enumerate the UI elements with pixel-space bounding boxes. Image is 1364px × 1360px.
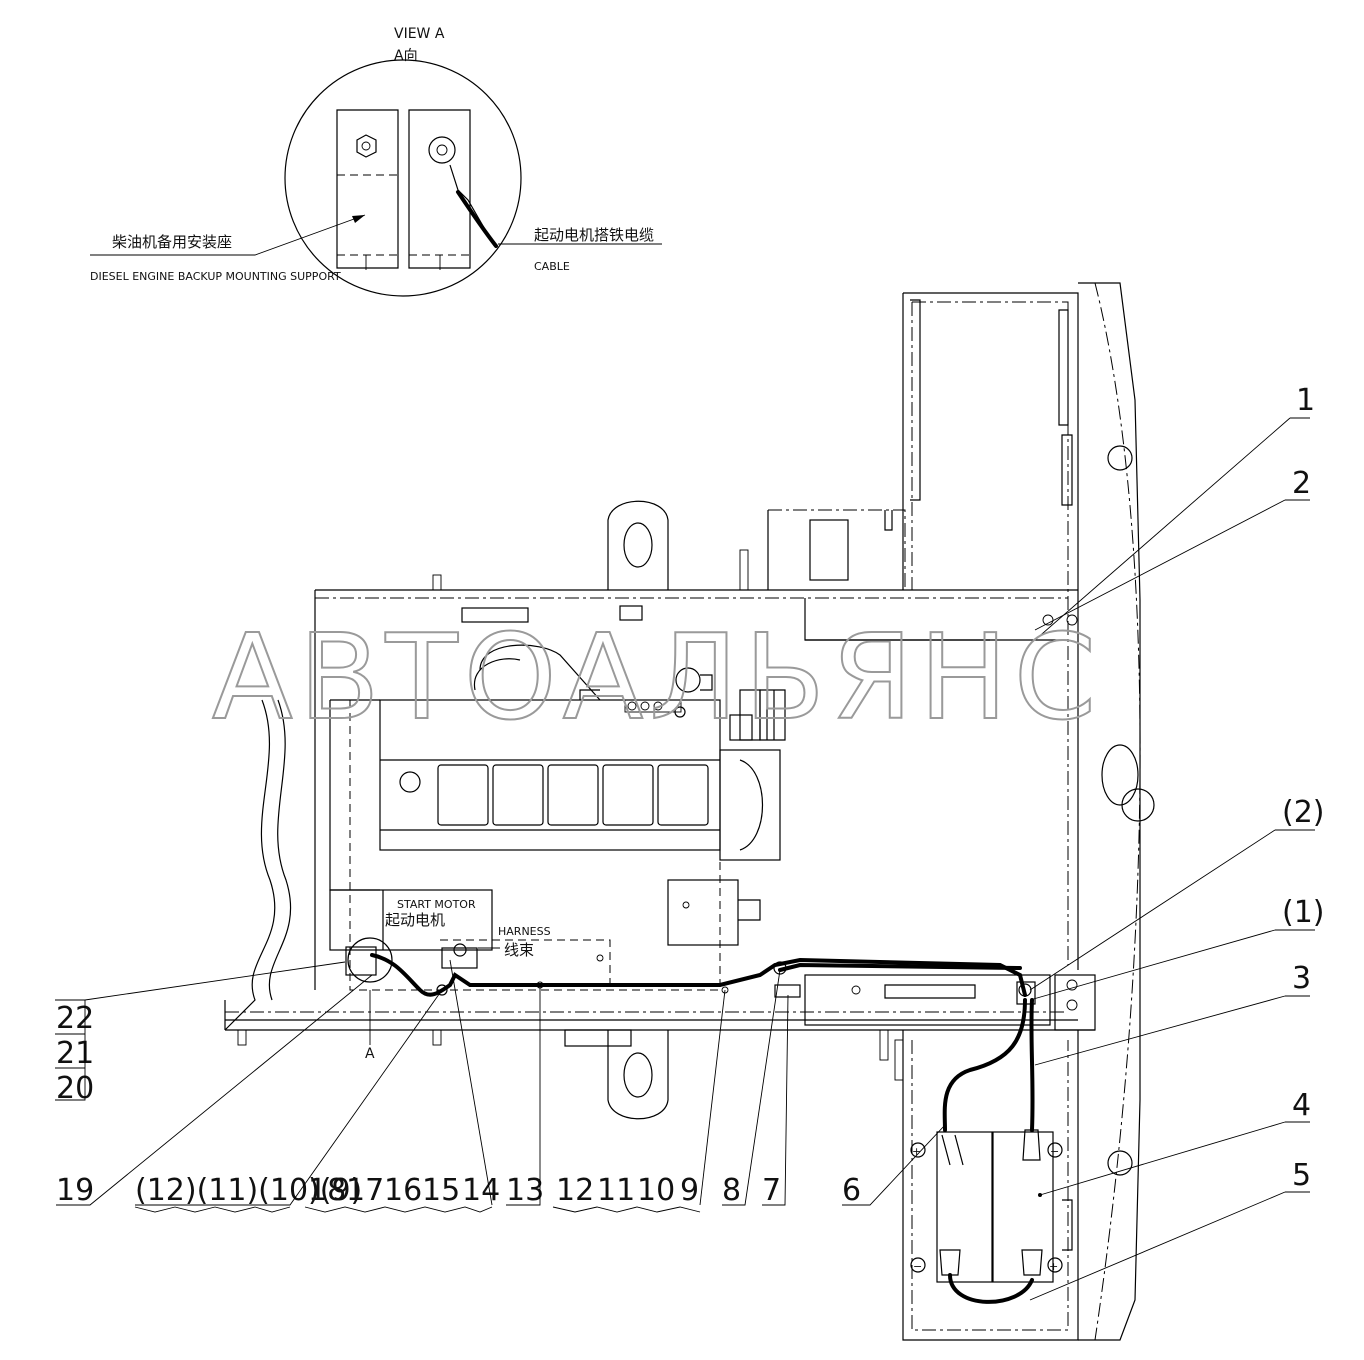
- ground-cable: [456, 190, 498, 248]
- battery-cable-pos: [1029, 998, 1035, 1132]
- bolt-hex-icon: [356, 134, 377, 158]
- callout-17: 17: [346, 1173, 384, 1208]
- section-mark-a: A: [365, 1046, 375, 1062]
- callout-20: 20: [56, 1071, 94, 1106]
- mount-hole-upper: [1107, 445, 1133, 471]
- backup-mount-note-cn: 柴油机备用安装座: [112, 233, 232, 251]
- callout-10: 10: [637, 1173, 675, 1208]
- battery-pack: + − − +: [902, 1030, 1079, 1341]
- callout-22: 22: [56, 1001, 94, 1036]
- detail-circle: [284, 59, 522, 297]
- callout-9: 9: [680, 1173, 699, 1208]
- callout-14: 14: [462, 1173, 500, 1208]
- callouts-left-stack: 22 21 20: [55, 961, 346, 1106]
- callout-7: 7: [762, 1173, 781, 1208]
- callout-paren-2: (2): [1282, 795, 1325, 830]
- mount-hole-lower: [1107, 1150, 1133, 1176]
- callout-4: 4: [1292, 1088, 1311, 1123]
- main-harness: [370, 953, 1027, 997]
- callout-paren-1: (1): [1282, 895, 1325, 930]
- callouts-right: 1 2 (2) (1) 3 4 5: [1029, 383, 1325, 1301]
- callout-1: 1: [1296, 383, 1315, 418]
- svg-text:+: +: [912, 1145, 921, 1158]
- motor-ground-bracket: [408, 109, 471, 269]
- callout-15: 15: [422, 1173, 460, 1208]
- battery-jumper-cable: [948, 1273, 1034, 1304]
- start-motor-label-cn: 起动电机: [385, 911, 445, 929]
- backup-mount-bracket: [336, 109, 399, 269]
- callout-3: 3: [1292, 961, 1311, 996]
- callout-11: 11: [597, 1173, 635, 1208]
- callout-5: 5: [1292, 1158, 1311, 1193]
- ground-cable-note-cn: 起动电机搭铁电缆: [534, 226, 654, 244]
- callout-12-11-10-9: (12)(11)(10)(9): [135, 1173, 362, 1208]
- svg-text:−: −: [1050, 1145, 1059, 1158]
- view-a-detail: VIEW A A向 柴油机备用安装座 DIESEL ENGINE BACKUP …: [90, 26, 662, 297]
- callout-12: 12: [556, 1173, 594, 1208]
- backup-mount-note-en: DIESEL ENGINE BACKUP MOUNTING SUPPORT: [90, 270, 341, 283]
- view-a-label-cn: A向: [394, 48, 418, 64]
- svg-text:+: +: [1049, 1260, 1058, 1273]
- battery-2: [992, 1131, 1054, 1283]
- battery-1: [936, 1131, 993, 1283]
- lifting-lug-top: [607, 500, 669, 590]
- harness-label-cn: 线束: [504, 941, 534, 959]
- view-a-label: VIEW A: [394, 26, 445, 42]
- ground-cable-note-en: CABLE: [534, 260, 570, 273]
- callout-16: 16: [384, 1173, 422, 1208]
- callout-13: 13: [506, 1173, 544, 1208]
- start-motor-label-en: START MOTOR: [397, 898, 476, 911]
- cable-lug-icon: [428, 136, 456, 164]
- callout-8: 8: [722, 1173, 741, 1208]
- svg-text:−: −: [913, 1260, 922, 1273]
- callout-19: 19: [56, 1173, 94, 1208]
- callout-21: 21: [56, 1036, 94, 1071]
- lifting-lug-bottom: [607, 1030, 669, 1120]
- watermark: АВТОАЛЬЯНС: [212, 608, 1102, 746]
- callout-18: 18: [308, 1173, 346, 1208]
- callout-2: 2: [1292, 466, 1311, 501]
- chassis: [224, 500, 1096, 1120]
- callouts-bottom: 19 (12)(11)(10)(9) 18 17 16 15 14 13 12 …: [56, 959, 946, 1213]
- callout-6: 6: [842, 1173, 861, 1208]
- diesel-engine: [329, 644, 786, 991]
- battery-cable-neg: [942, 998, 1027, 1132]
- harness-label-en: HARNESS: [498, 925, 551, 938]
- harness-routing: [345, 937, 1036, 1304]
- start-motor-housing: [329, 889, 493, 951]
- frame-structure: [767, 282, 1155, 1341]
- ground-detail-circle: [347, 937, 393, 983]
